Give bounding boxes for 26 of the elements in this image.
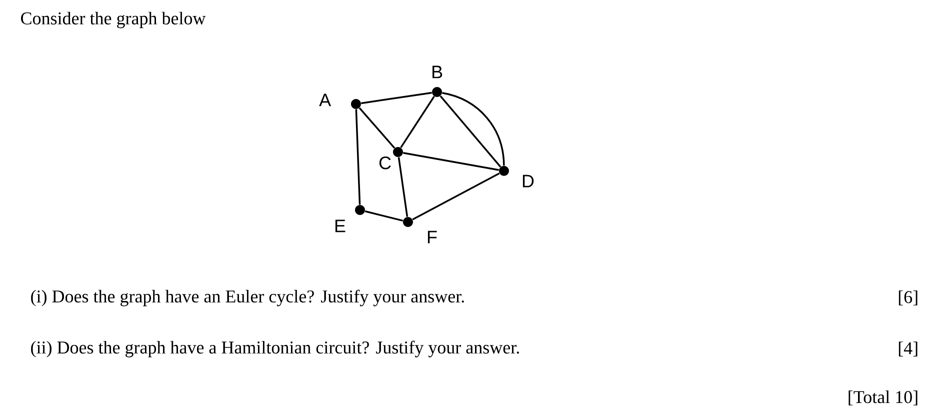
- graph-edge: [355, 109, 361, 205]
- graph-edge: [358, 107, 396, 149]
- vertex-label: E: [335, 220, 346, 232]
- vertex-dot: [354, 205, 365, 215]
- marks-label: [6]: [898, 290, 918, 306]
- vertex-dot: [402, 217, 413, 227]
- vertex-label: B: [432, 66, 442, 78]
- graph-edge: [400, 96, 435, 148]
- graph-edge: [398, 157, 408, 217]
- vertex-dot: [392, 147, 403, 157]
- vertex-label: F: [428, 230, 437, 244]
- question-text: (ii) Does the graph have a Hamiltonian circuit? Justify your answer.: [31, 340, 519, 358]
- instruction-text: Consider the graph below: [21, 12, 206, 28]
- marks-label: [Total 10]: [848, 390, 918, 406]
- vertex-dot: [350, 99, 361, 109]
- question-text: (i) Does the graph have an Euler cycle? Justify your answer.: [31, 290, 464, 306]
- vertex-dot: [432, 87, 442, 97]
- vertex-label: D: [522, 174, 534, 188]
- vertex-label: A: [319, 94, 332, 106]
- vertex-label: C: [379, 156, 391, 170]
- graph-edge: [403, 152, 499, 171]
- graph-edge: [364, 210, 404, 222]
- vertex-dot: [498, 166, 509, 176]
- graph-edge: [412, 172, 500, 220]
- graph-edge: [361, 92, 432, 104]
- marks-label: [4]: [898, 342, 918, 356]
